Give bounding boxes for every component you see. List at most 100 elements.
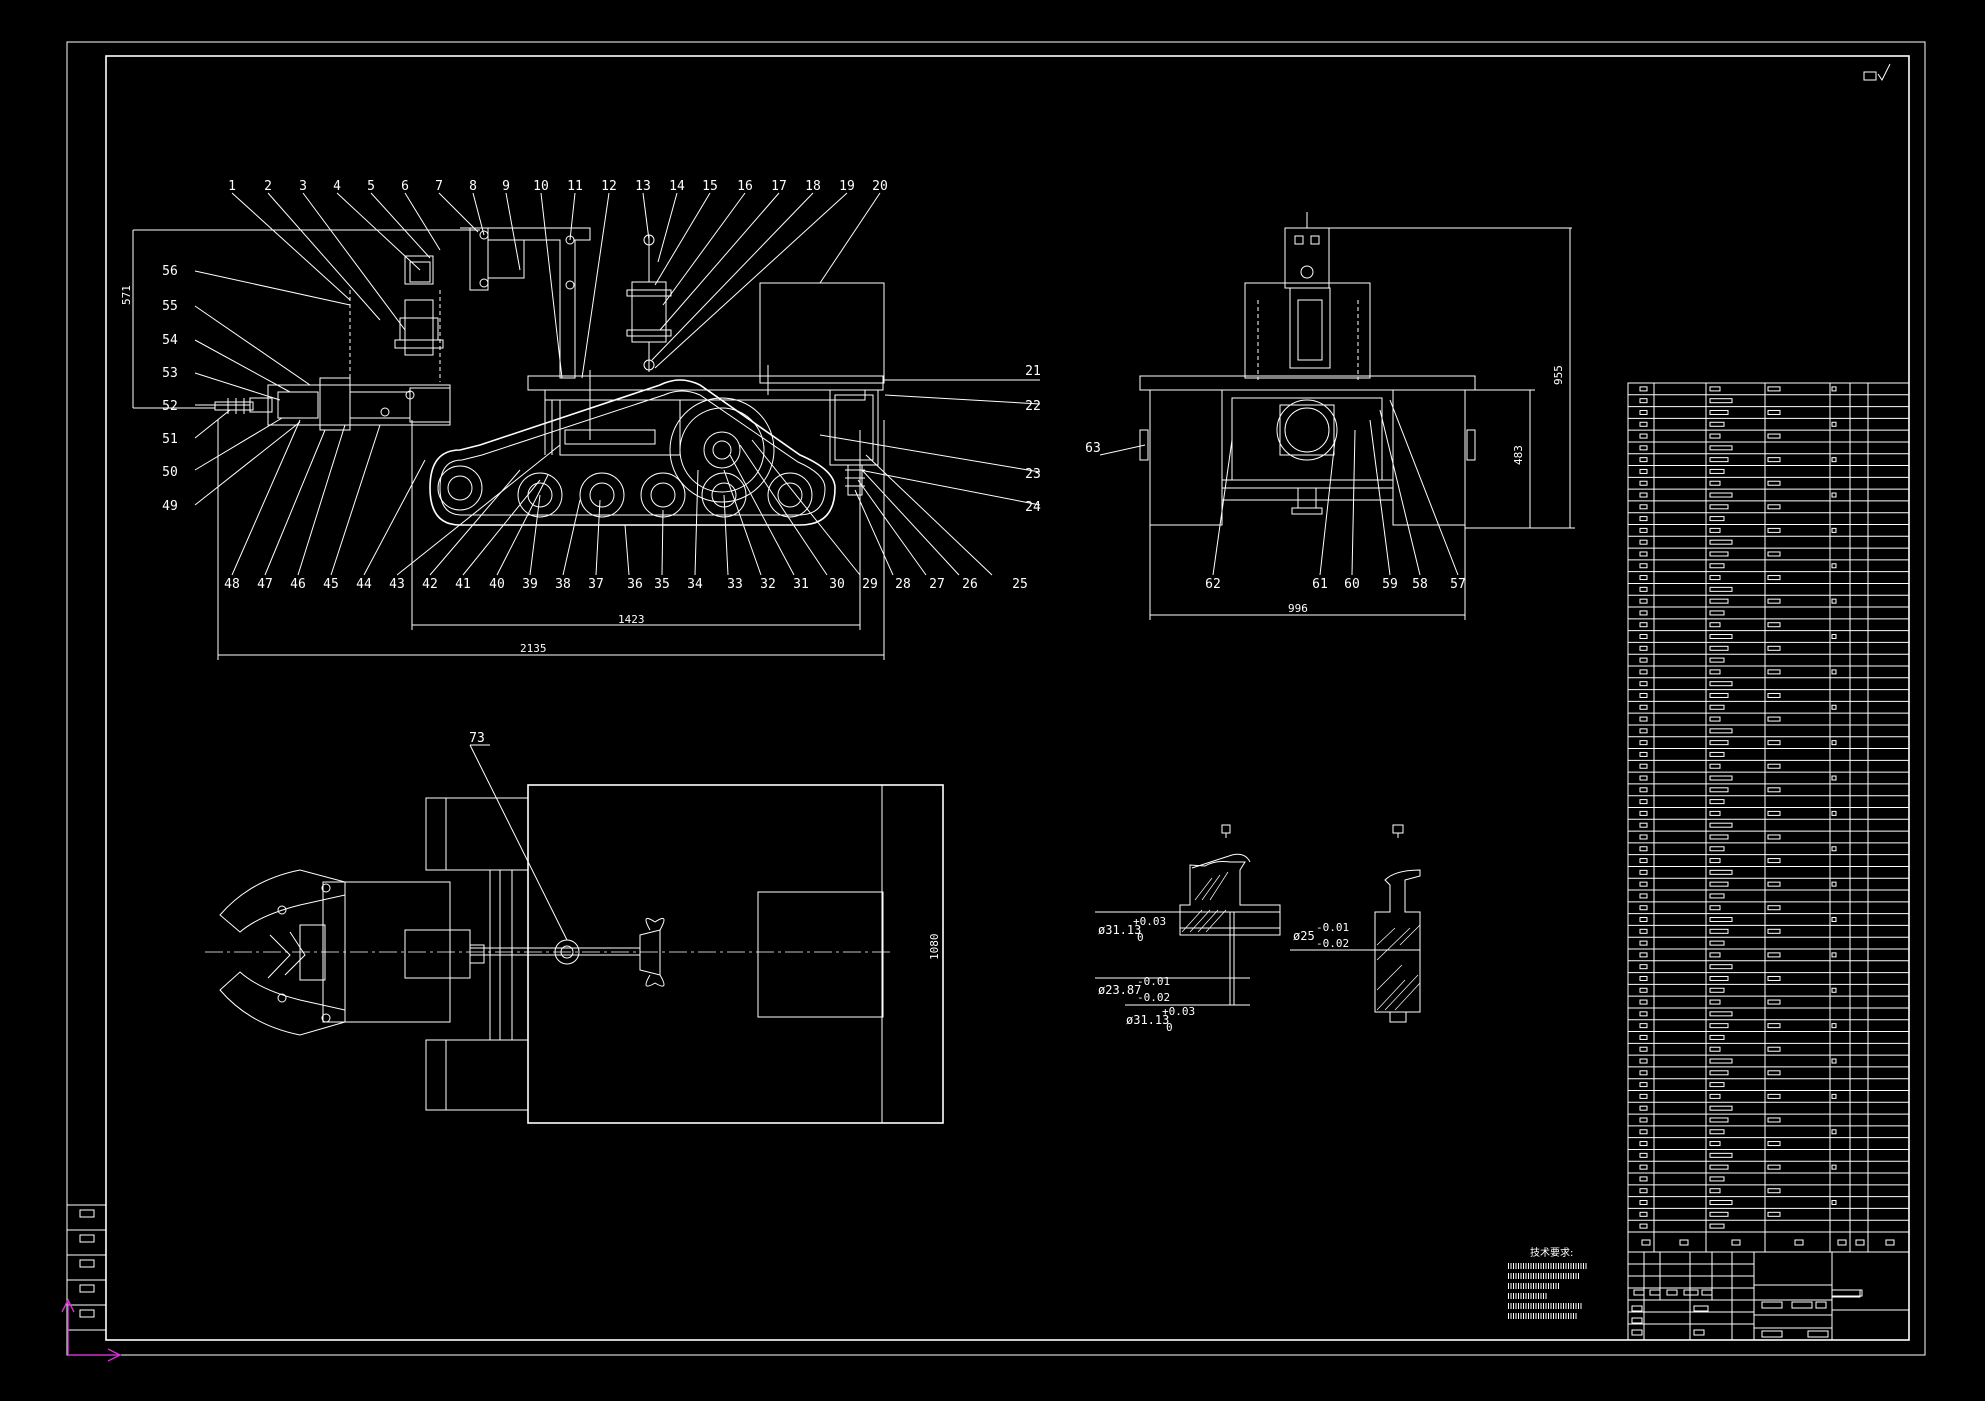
balloon-38: 38	[555, 577, 571, 592]
dim-996: 996	[1288, 602, 1308, 615]
tol-d4-lower: -0.02	[1316, 937, 1349, 950]
title-block	[1627, 1251, 1910, 1341]
tol-d3-main: ø31.13	[1126, 1013, 1169, 1027]
dim-2135: 2135	[520, 642, 547, 655]
balloon-2: 2	[264, 179, 272, 194]
ucs-axis-icon	[61, 1298, 122, 1362]
balloon-23: 23	[1025, 467, 1041, 482]
balloon-45: 45	[323, 577, 339, 592]
front-view-leaders-bottom	[231, 419, 993, 576]
balloon-4: 4	[333, 179, 341, 194]
balloon-labels-left: 56 55 54 53 52 51 50 49	[162, 264, 178, 514]
tol-d2-upper: -0.01	[1137, 975, 1170, 988]
balloon-labels-top: 1 2 3 4 5 6 7 8 9 10 11 12 13 14 15 16 1…	[228, 179, 888, 194]
top-view: 1080	[205, 744, 944, 1124]
tol-d4-upper: -0.01	[1316, 921, 1349, 934]
balloon-43: 43	[389, 577, 405, 592]
balloon-10: 10	[533, 179, 549, 194]
balloon-52: 52	[162, 399, 178, 414]
balloon-55: 55	[162, 299, 178, 314]
balloon-42: 42	[422, 577, 438, 592]
balloon-61: 61	[1312, 577, 1328, 592]
balloon-labels-bottom: 48 47 46 45 44 43 42 41 40 39 38 37 36 3…	[224, 577, 1028, 592]
balloon-37: 37	[588, 577, 604, 592]
tol-d3-upper: +0.03	[1162, 1005, 1195, 1018]
front-view-leaders-left	[194, 270, 351, 506]
balloon-57: 57	[1450, 577, 1466, 592]
balloon-47: 47	[257, 577, 273, 592]
notes-heading: 技术要求:	[1530, 1246, 1573, 1259]
balloon-73: 73	[469, 731, 485, 746]
balloon-6: 6	[401, 179, 409, 194]
balloon-31: 31	[793, 577, 809, 592]
balloon-21: 21	[1025, 364, 1041, 379]
balloon-28: 28	[895, 577, 911, 592]
balloon-59: 59	[1382, 577, 1398, 592]
balloon-18: 18	[805, 179, 821, 194]
balloon-labels-right: 21 22 23 24	[1025, 364, 1041, 515]
balloon-46: 46	[290, 577, 306, 592]
balloon-51: 51	[162, 432, 178, 447]
front-view-leaders	[231, 192, 881, 379]
balloon-20: 20	[872, 179, 888, 194]
balloon-5: 5	[367, 179, 375, 194]
dim-571: 571	[120, 285, 133, 305]
balloon-13: 13	[635, 179, 651, 194]
sheet-outer-border	[66, 41, 1926, 1356]
balloon-14: 14	[669, 179, 685, 194]
balloon-63: 63	[1085, 441, 1101, 456]
dim-955: 955	[1552, 365, 1565, 385]
tol-d1-lower: 0	[1137, 931, 1144, 944]
surface-finish-symbol	[1863, 63, 1891, 81]
balloon-15: 15	[702, 179, 718, 194]
tol-d1-main: ø31.13	[1098, 923, 1141, 937]
front-view: 571 1423 2135	[120, 227, 885, 660]
tol-d2-lower: -0.02	[1137, 991, 1170, 1004]
balloon-1: 1	[228, 179, 236, 194]
balloon-62: 62	[1205, 577, 1221, 592]
balloon-16: 16	[737, 179, 753, 194]
balloon-17: 17	[771, 179, 787, 194]
balloon-40: 40	[489, 577, 505, 592]
dim-1080: 1080	[928, 934, 941, 961]
balloon-53: 53	[162, 366, 178, 381]
balloon-39: 39	[522, 577, 538, 592]
tol-d3-lower: 0	[1166, 1021, 1173, 1034]
balloon-25: 25	[1012, 577, 1028, 592]
balloon-33: 33	[727, 577, 743, 592]
balloon-48: 48	[224, 577, 240, 592]
detail-section-a: ø31.13 +0.03 0 ø23.87 -0.01 -0.02 ø31.13…	[1095, 824, 1281, 1034]
balloon-49: 49	[162, 499, 178, 514]
balloon-36: 36	[627, 577, 643, 592]
balloon-58: 58	[1412, 577, 1428, 592]
balloon-12: 12	[601, 179, 617, 194]
balloon-24: 24	[1025, 500, 1041, 515]
balloon-22: 22	[1025, 399, 1041, 414]
tol-d4-main: ø25	[1293, 929, 1315, 943]
balloon-9: 9	[502, 179, 510, 194]
balloon-44: 44	[356, 577, 372, 592]
balloon-50: 50	[162, 465, 178, 480]
balloon-26: 26	[962, 577, 978, 592]
balloon-27: 27	[929, 577, 945, 592]
sheet-inner-border	[105, 55, 1910, 1341]
balloon-54: 54	[162, 333, 178, 348]
balloon-41: 41	[455, 577, 471, 592]
balloon-19: 19	[839, 179, 855, 194]
balloon-35: 35	[654, 577, 670, 592]
balloon-34: 34	[687, 577, 703, 592]
binding-margin-boxes	[67, 1204, 106, 1331]
tol-d2-main: ø23.87	[1098, 983, 1141, 997]
balloon-60: 60	[1344, 577, 1360, 592]
balloon-32: 32	[760, 577, 776, 592]
dim-1423: 1423	[618, 613, 645, 626]
technical-notes: 技术要求:	[1508, 1246, 1588, 1319]
parts-list-table	[1627, 382, 1910, 1253]
balloon-30: 30	[829, 577, 845, 592]
balloon-7: 7	[435, 179, 443, 194]
side-view-balloons: 63 62 61 60 59 58 57	[1085, 441, 1466, 592]
balloon-56: 56	[162, 264, 178, 279]
front-view-leaders-right	[819, 379, 1041, 506]
balloon-11: 11	[567, 179, 583, 194]
